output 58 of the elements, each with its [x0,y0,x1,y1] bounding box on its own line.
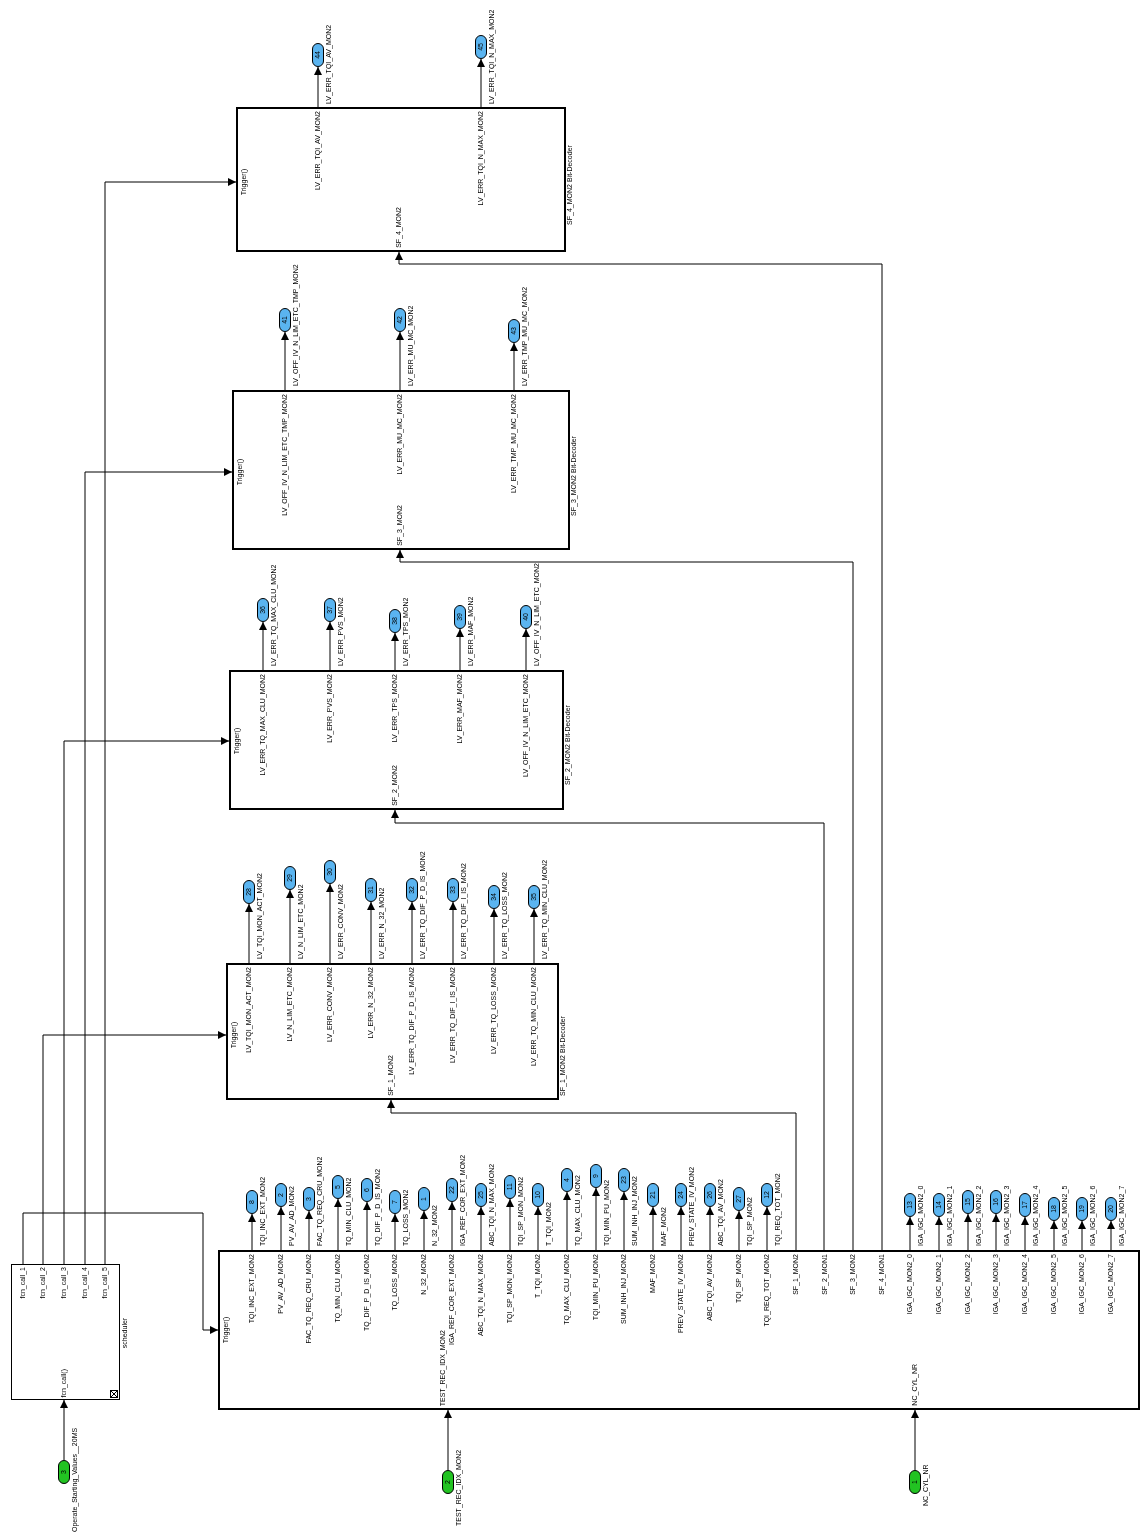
signal-arrow [391,809,825,1251]
signal-arrow [649,1206,657,1251]
signal-arrow [314,66,322,108]
signal-arrow [420,1210,428,1251]
signal-arrow [477,1206,485,1251]
signal-arrow [448,1201,456,1251]
signal-arrow [620,1191,628,1251]
signal-arrow [334,1198,342,1251]
signal-arrow [326,883,334,964]
signal-arrow [245,903,253,964]
signal-arrow [259,621,267,671]
signal-arrow [677,1206,685,1251]
signal-arrow [363,1201,371,1251]
signal-arrow [477,58,485,108]
signal-arrow [1078,1220,1086,1251]
signal-arrow [387,1099,797,1251]
signal-arrow [563,1191,571,1251]
signal-arrow [305,1210,313,1251]
signal-arrow [63,737,230,1265]
signal-arrow [490,908,498,964]
signal-arrow [706,1206,714,1251]
signal-arrow [104,178,237,1265]
signal-arrow [763,1206,771,1251]
signal-arrow [1021,1216,1029,1251]
signal-arrow [326,621,334,671]
subsystem-block [218,1250,1140,1410]
signal-arrow [391,1213,399,1251]
signal-arrow [992,1213,1000,1251]
signal-arrow [396,331,404,391]
signal-arrow [964,1213,972,1251]
signal-arrow [60,1399,68,1461]
signal-arrow [408,901,416,964]
signal-arrow [391,632,399,671]
signal-arrow [286,889,294,964]
signal-arrow [935,1216,943,1251]
signal-arrow [22,1212,219,1334]
signal-arrow [42,1031,227,1265]
signal-arrow [1050,1220,1058,1251]
signal-arrow [534,1206,542,1251]
signal-arrow [530,908,538,964]
signal-arrow [367,901,375,964]
signal-arrow [911,1409,919,1471]
signal-arrow [592,1187,600,1251]
signal-arrow [84,468,233,1265]
signal-arrow [248,1213,256,1251]
signal-arrow [1107,1220,1115,1251]
signal-arrow [906,1216,914,1251]
signal-arrow [395,251,883,1251]
signal-arrow [449,901,457,964]
signal-arrow [396,549,854,1251]
signal-arrow [444,1409,452,1471]
signal-arrow [506,1198,514,1251]
signal-arrow [522,628,530,671]
signal-arrow [456,628,464,671]
signal-arrow [510,342,518,391]
signal-arrow [735,1210,743,1251]
signal-arrow [277,1206,285,1251]
signal-arrow [281,331,289,391]
